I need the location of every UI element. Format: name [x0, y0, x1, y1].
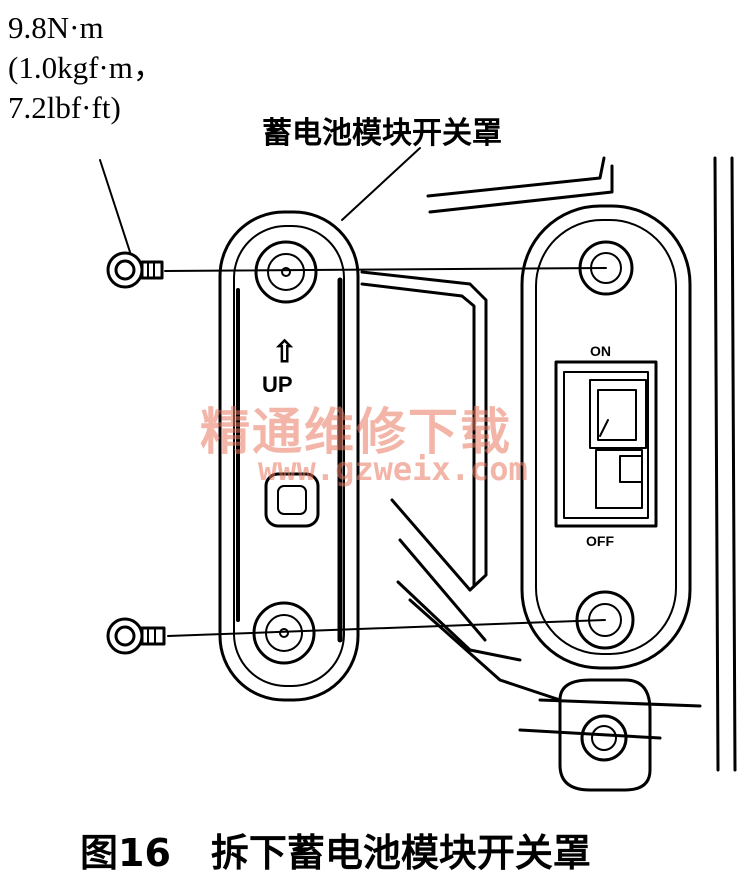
cover-up-label: UP — [262, 372, 293, 397]
watermark-url: www.gzweix.com — [258, 450, 528, 488]
figure-title: 拆下蓄电池模块开关罩 — [210, 831, 591, 875]
switch-on-label: ON — [590, 343, 611, 359]
lower-mount-tab — [558, 678, 652, 792]
up-arrow-icon: ⇧ — [272, 336, 297, 369]
switch-cover — [218, 210, 360, 702]
alignment-lines — [164, 267, 607, 637]
body-panel-lines — [360, 156, 737, 772]
switch-off-label: OFF — [586, 533, 614, 549]
bolt-icon — [106, 251, 164, 289]
cover-label-leader — [341, 147, 421, 221]
bolt-icon — [106, 617, 166, 655]
torque-leader — [99, 159, 131, 253]
torque-line-1: 9.8N·m — [8, 10, 104, 45]
torque-line-3: 7.2lbf·ft) — [8, 90, 121, 125]
figure-caption: 图16 拆下蓄电池模块开关罩 — [80, 822, 591, 877]
torque-line-2: (1.0kgf·m， — [8, 50, 164, 85]
figure-number: 图16 — [80, 831, 171, 875]
switch-base-plate — [520, 204, 692, 670]
torque-spec: 9.8N·m (1.0kgf·m， 7.2lbf·ft) — [8, 8, 164, 128]
watermark-text: 精通维修下载 — [200, 403, 512, 461]
cover-part-label: 蓄电池模块开关罩 — [262, 116, 502, 151]
module-switch — [554, 360, 658, 528]
